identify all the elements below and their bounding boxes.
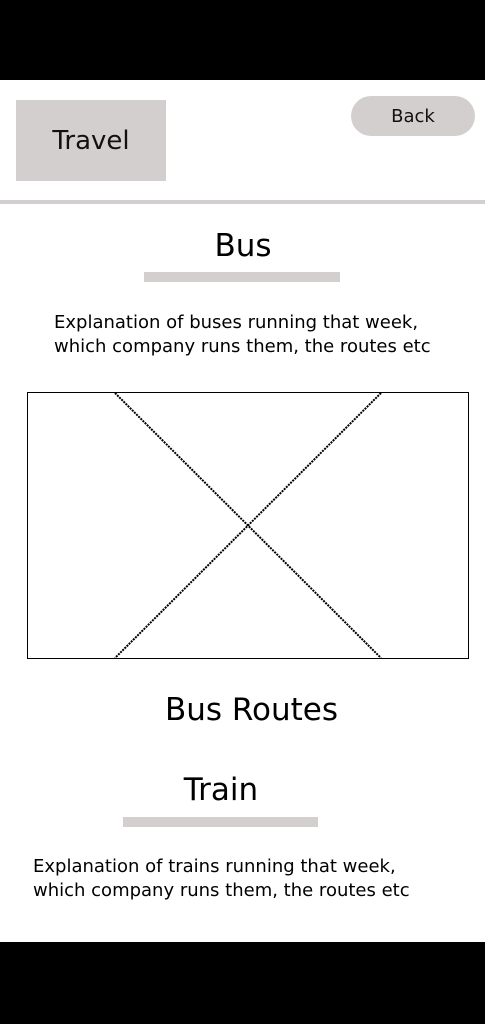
page-title: Travel xyxy=(16,100,166,181)
header-divider xyxy=(0,200,485,204)
back-button[interactable]: Back xyxy=(351,96,475,136)
train-heading-underline xyxy=(123,817,318,827)
bus-heading-underline xyxy=(144,272,340,282)
train-heading: Train xyxy=(183,772,259,808)
bus-routes-caption: Bus Routes xyxy=(164,692,339,728)
bus-routes-image-placeholder xyxy=(27,392,469,659)
train-description: Explanation of trains running that week,… xyxy=(33,856,410,901)
bus-heading: Bus xyxy=(214,228,272,264)
travel-screen: Travel Back Bus Explanation of buses run… xyxy=(0,80,485,942)
bus-description: Explanation of buses running that week, … xyxy=(54,312,431,357)
image-placeholder-cross-icon xyxy=(114,393,382,658)
